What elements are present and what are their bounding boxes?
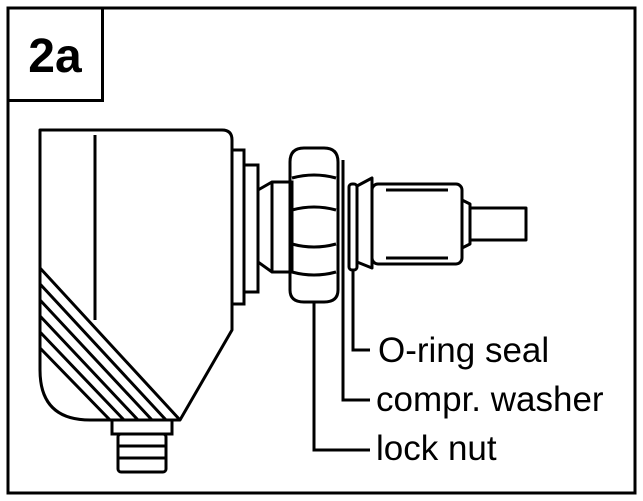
callout-compr-washer: compr. washer [376,380,604,419]
figure-label-box: 2a [9,9,104,102]
cable-connector [110,418,174,474]
lock-nut [288,146,340,304]
figure-label: 2a [28,29,82,83]
leader-locknut [312,302,370,452]
front-flange [230,148,260,306]
leader-lines [312,270,370,452]
callout-lock-nut: lock nut [376,429,497,468]
leader-washer [341,292,370,402]
sensor-housing [38,128,234,422]
outer-border [6,6,637,495]
threaded-neck [256,180,294,274]
callout-o-ring-seal: O-ring seal [378,331,550,370]
probe-body [355,176,528,270]
leader-oring [351,270,370,352]
